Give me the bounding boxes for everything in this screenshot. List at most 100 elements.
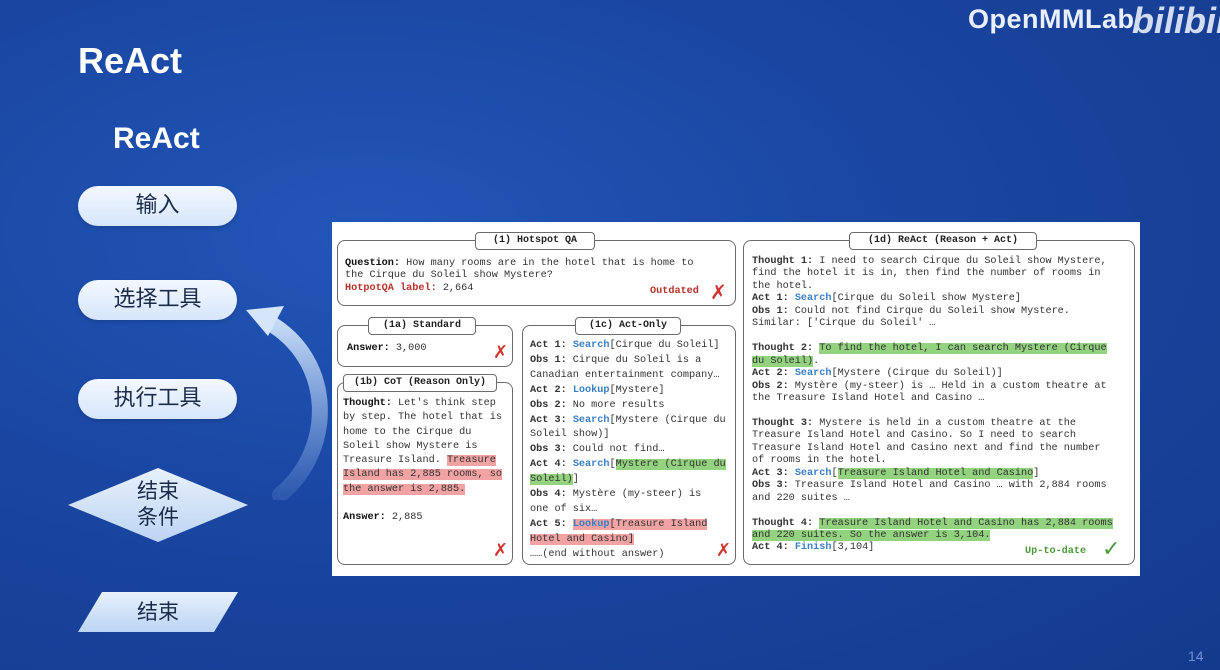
trace-text: the Treasure Island Hotel and Casino …: [752, 392, 985, 404]
trace-line: Similar: ['Cirque du Soleil' …: [752, 318, 1113, 330]
trace-text: the hotel.: [752, 280, 814, 292]
decision-label: 结束 条件: [68, 478, 248, 530]
trace-line: Act 3: Search[Mystere (Cirque du: [530, 414, 726, 429]
trace-text: Treasure Island Hotel and Casino next an…: [752, 442, 1101, 454]
trace-key: Obs 1:: [752, 305, 789, 317]
trace-line: Act 1: Search[Cirque du Soleil show Myst…: [752, 293, 1113, 305]
trace-text: .: [813, 355, 820, 367]
trace-key: Act 3:: [530, 414, 567, 426]
trace-text: ]: [572, 474, 579, 486]
trace-key: Act 4:: [530, 459, 567, 471]
question-line-2: the Cirque du Soleil show Mystere?: [345, 270, 553, 282]
hotpot-title: (1) Hotspot QA: [475, 232, 595, 250]
trace-key: Act 4:: [752, 542, 789, 554]
decision-line-1: 结束: [137, 479, 179, 503]
trace-line: Obs 2: No more results: [530, 399, 726, 414]
trace-line: Thought 1: I need to search Cirque du So…: [752, 256, 1113, 268]
trace-line: find the hotel it is in, then find the n…: [752, 268, 1113, 280]
trace-line: Act 1: Search[Cirque du Soleil]: [530, 339, 726, 354]
highlight-correct: To find the hotel, I can search Mystere …: [819, 343, 1107, 355]
decision-diamond: [68, 468, 248, 542]
trace-line: Thought 3: Mystere is held in a custom t…: [752, 418, 1113, 430]
cot-line-1: Let's think step: [391, 398, 496, 409]
end-label: 结束: [137, 600, 179, 624]
trace-line: Obs 2: Mystère (my-steer) is … Held in a…: [752, 381, 1113, 393]
highlight-wrong: Hotel and Casino]: [530, 533, 634, 545]
hotpot-label-key: HotpotQA label:: [345, 282, 437, 294]
outdated-label: Outdated: [650, 286, 699, 297]
end-parallelogram: [78, 592, 238, 632]
trace-line: and 220 suites. So the answer is 3,104.: [752, 529, 1113, 542]
cot-line-5: Treasure Island.: [343, 455, 447, 467]
trace-line: [752, 405, 1113, 417]
cot-text: Thought: Let's think step by step. The h…: [343, 397, 502, 526]
trace-text: of rooms in the hotel.: [752, 455, 887, 467]
highlight-correct: Mystere (Cirque du: [615, 459, 726, 471]
trace-line: Obs 3: Treasure Island Hotel and Casino …: [752, 480, 1113, 492]
trace-text: No more results: [566, 399, 665, 411]
trace-line: Soleil show)]: [530, 428, 726, 443]
actonly-x-icon: ✗: [716, 540, 732, 561]
trace-line: Soleil)]: [530, 473, 726, 488]
trace-text: Mystere is held in a custom theatre at t…: [813, 417, 1077, 429]
trace-text: Mystère (my-steer) is … Held in a custom…: [788, 380, 1107, 392]
trace-line: Hotel and Casino]: [530, 533, 726, 548]
trace-line: [752, 331, 1113, 343]
trace-line: [752, 505, 1113, 517]
trace-text: I need to search Cirque du Soleil show M…: [813, 256, 1107, 267]
action-name: Search: [794, 467, 832, 479]
highlight-correct: du Soleil): [752, 355, 814, 367]
trace-text: Cirque du Soleil is a: [566, 354, 702, 366]
trace-text: and 220 suites …: [752, 492, 850, 504]
trace-text: [3,104]: [831, 542, 875, 554]
trace-key: Act 2:: [530, 384, 567, 396]
cot-line-2: by step. The hotel that is: [343, 412, 502, 424]
trace-line: Treasure Island Hotel and Casino next an…: [752, 443, 1113, 455]
trace-key: Act 5:: [530, 518, 567, 530]
cot-line-4: Soleil show Mystere is: [343, 440, 478, 452]
actonly-text: Act 1: Search[Cirque du Soleil]Obs 1: Ci…: [530, 339, 726, 563]
trace-text: Treasure Island Hotel and Casino. So I n…: [752, 430, 1077, 442]
question-label: Question:: [345, 258, 401, 269]
trace-key: Act 2:: [752, 368, 789, 380]
page-title: ReAct: [78, 40, 183, 81]
react-title: (1d) ReAct (Reason + Act): [849, 232, 1037, 250]
trace-text: Could not find…: [566, 444, 665, 456]
trace-text: ]: [1033, 467, 1040, 479]
trace-text: one of six…: [530, 503, 598, 515]
flow-title: ReAct: [113, 122, 200, 155]
trace-line: the hotel.: [752, 281, 1113, 293]
trace-text: Could not find Cirque du Soleil show Mys…: [788, 305, 1070, 317]
trace-line: Act 4: Search[Mystere (Cirque du: [530, 459, 726, 471]
trace-line: Act 2: Lookup[Mystere]: [530, 384, 726, 399]
cot-hl-1: Treasure: [446, 455, 496, 467]
trace-key: Thought 4:: [752, 517, 814, 529]
loop-arrow: [246, 306, 328, 500]
trace-line: the Treasure Island Hotel and Casino …: [752, 393, 1113, 405]
outdated-x-icon: ✗: [710, 280, 727, 304]
highlight-correct: and 220 suites. So the answer is 3,104.: [752, 529, 991, 541]
cot-x-icon: ✗: [493, 540, 509, 561]
trace-line: Obs 1: Could not find Cirque du Soleil s…: [752, 306, 1113, 318]
cot-thought-key: Thought:: [343, 398, 392, 409]
trace-text: Mystère (my-steer) is: [566, 489, 702, 501]
trace-key: Act 1:: [530, 340, 567, 351]
slide-number: 14: [1188, 648, 1204, 664]
trace-line: Thought 4: Treasure Island Hotel and Cas…: [752, 517, 1113, 530]
trace-text: find the hotel it is in, then find the n…: [752, 268, 1101, 280]
react-paper-figure: (1) Hotspot QA Question: How many rooms …: [332, 222, 1140, 576]
trace-key: Obs 3:: [752, 480, 789, 492]
flow-step-execute-tool: 执行工具: [78, 379, 237, 419]
trace-text: [Cirque du Soleil show Mystere]: [831, 293, 1022, 305]
trace-key: Obs 3:: [530, 444, 567, 456]
trace-line: ……(end without answer): [530, 548, 726, 563]
trace-key: Obs 2:: [530, 399, 567, 411]
hotpot-label-value: 2,664: [436, 282, 474, 294]
trace-key: Thought 3:: [752, 417, 814, 429]
trace-line: Thought 2: To find the hotel, I can sear…: [752, 343, 1113, 355]
action-name: Search: [572, 459, 610, 471]
trace-text: Soleil show)]: [530, 429, 610, 441]
trace-line: Obs 1: Cirque du Soleil is a: [530, 354, 726, 369]
trace-text: [Cirque du Soleil]: [609, 340, 720, 351]
question-line-1: How many rooms are in the hotel that is …: [400, 258, 694, 269]
